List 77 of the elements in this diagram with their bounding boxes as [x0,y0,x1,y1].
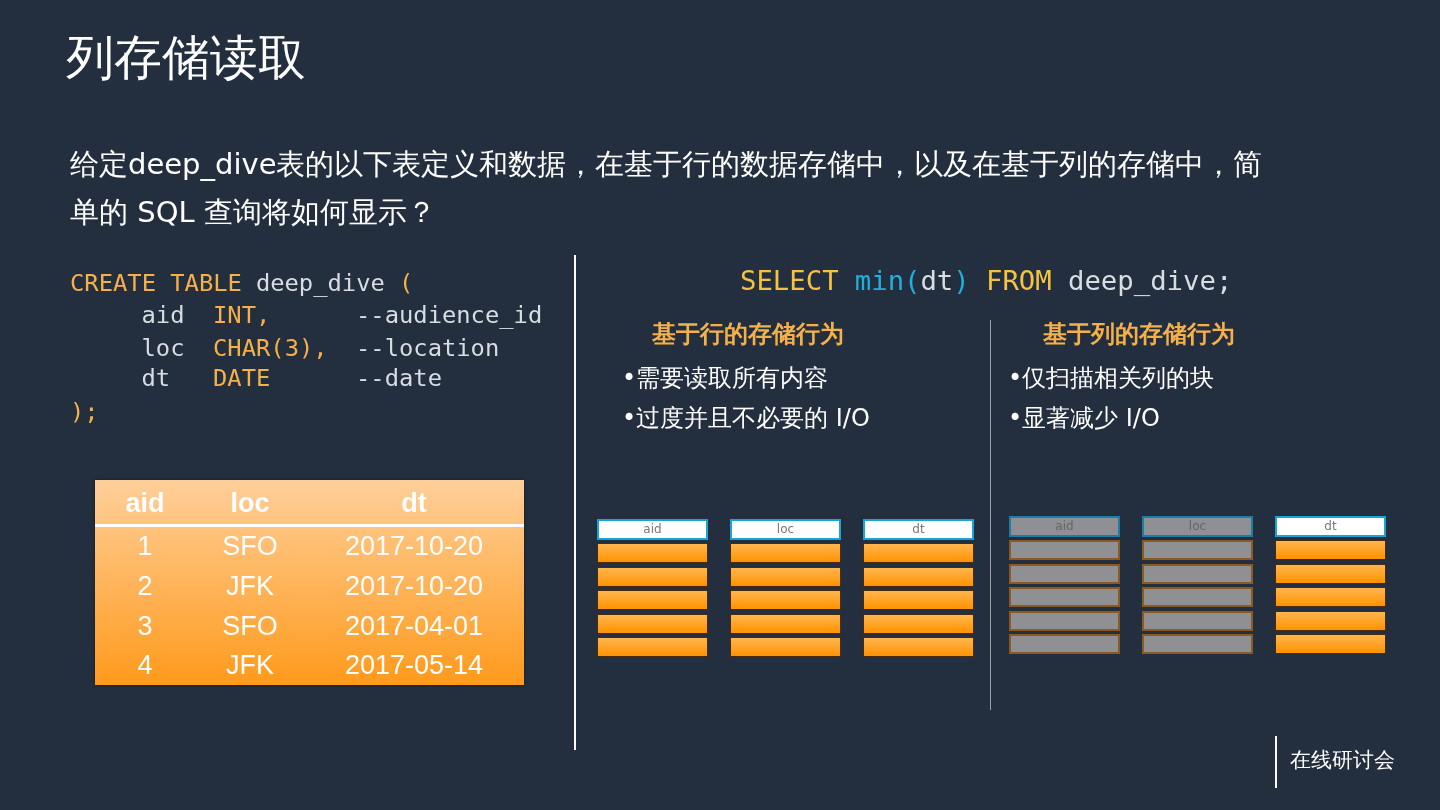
storage-block [730,613,841,634]
table-value: JFK [226,652,274,679]
table-value: 1 [137,533,153,560]
table-value: SFO [222,533,278,560]
table-header: dt [401,490,427,517]
code-text: CHAR(3), [213,337,328,361]
query-text: ) [953,267,970,295]
storage-block [863,613,974,634]
table-value: 2017-10-20 [344,573,484,600]
storage-block [597,613,708,634]
storage-block [597,543,708,563]
storage-block [1275,540,1386,560]
skipped-storage-block [1142,587,1253,607]
query-text: min( [854,267,921,295]
code-text: ); [70,401,99,425]
slide-title: 列存储读取 [66,28,306,87]
query-text: FROM [986,267,1052,295]
storage-block [1275,563,1386,584]
code-text: aid [141,304,185,328]
skipped-storage-block [1009,563,1120,584]
skipped-storage-block [1009,587,1120,607]
code-text: loc [141,337,185,361]
code-text: CREATE TABLE [70,272,242,296]
table-value: 3 [137,613,153,640]
storage-block [730,590,841,610]
storage-block [863,543,974,563]
table-value: 4 [137,652,153,679]
storage-block [863,590,974,610]
code-text: dt [141,367,171,391]
table-value: 2017-04-01 [344,613,484,640]
section-heading: 基于列的存储行为 [1043,319,1235,350]
skipped-storage-block [1142,634,1253,654]
code-text: --audience_id [356,304,543,328]
storage-block [863,566,974,587]
storage-block [863,637,974,657]
column-header-block: dt [863,519,974,540]
storage-block [730,543,841,563]
code-text: DATE [213,367,271,391]
column-header-block: aid [597,519,708,540]
table-value: JFK [226,573,274,600]
column-header-block: loc [730,519,841,540]
storage-block [597,637,708,657]
bullet-text: •显著减少 I/O [1008,403,1160,434]
storage-block [597,566,708,587]
table-value: SFO [222,613,278,640]
table-value: 2 [137,573,153,600]
column-header-block: dt [1275,516,1386,537]
table-header: aid [125,490,165,517]
bullet-text: •需要读取所有内容 [622,363,829,394]
code-text: ( [398,272,414,296]
code-text: deep_dive [255,272,385,296]
storage-block [730,566,841,587]
bullet-text: •过度并且不必要的 I/O [622,403,870,434]
skipped-storage-block [1142,610,1253,631]
code-text: --location [356,337,500,361]
skipped-storage-block [1009,540,1120,560]
skipped-storage-block [1142,540,1253,560]
skipped-storage-block [1142,563,1253,584]
query-text: dt [920,267,954,295]
storage-block [597,590,708,610]
storage-block [1275,634,1386,654]
storage-block [1275,587,1386,607]
footer-text: 在线研讨会 [1290,747,1395,774]
code-text: --date [356,367,442,391]
skipped-storage-block [1009,634,1120,654]
storage-block [730,637,841,657]
query-text: SELECT [740,267,839,295]
bullet-text: •仅扫描相关列的块 [1008,363,1215,394]
table-value: 2017-05-14 [344,652,484,679]
section-heading: 基于行的存储行为 [652,319,844,350]
table-header: loc [230,490,270,517]
table-value: 2017-10-20 [344,533,484,560]
question-text: 给定deep_dive表的以下表定义和数据，在基于行的数据存储中，以及在基于列的存储中，简单的 SQL 查询将如何显示？ [70,146,1264,231]
storage-block [1275,610,1386,631]
code-text: INT, [213,304,271,328]
skipped-storage-block [1009,610,1120,631]
query-text: deep_dive; [1068,267,1233,295]
